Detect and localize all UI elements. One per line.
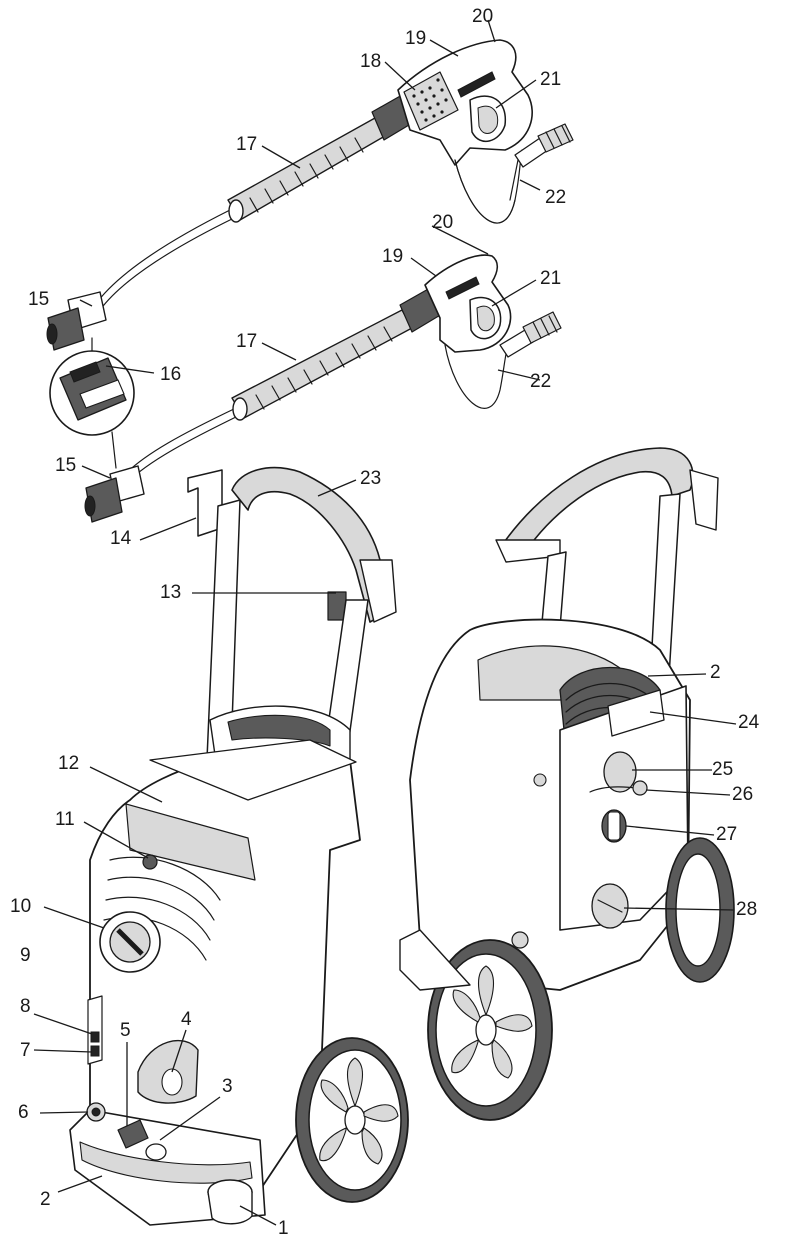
callout-7: 7	[20, 1040, 31, 1061]
callout-11: 11	[55, 809, 75, 830]
callout-16: 16	[160, 364, 181, 385]
wheel-rear-left-icon	[427, 939, 553, 1121]
main-switch-icon	[99, 911, 161, 973]
callout-8: 8	[20, 996, 31, 1017]
nozzle-detail-icon	[49, 337, 135, 469]
pressure-washer-rear	[399, 447, 735, 1121]
leader-lines	[33, 19, 737, 1226]
callout-27: 27	[716, 824, 737, 845]
callout-21-upper: 21	[540, 69, 561, 90]
callout-22-lower: 22	[530, 371, 551, 392]
nozzle-upper	[46, 291, 107, 351]
callout-26: 26	[732, 784, 753, 805]
callout-21-lower: 21	[540, 268, 561, 289]
pressure-washer-front	[69, 466, 409, 1226]
callout-24: 24	[738, 712, 760, 733]
spray-gun-lower	[119, 254, 562, 487]
callout-12: 12	[58, 753, 79, 774]
callout-2-rear: 2	[710, 662, 721, 683]
callout-14: 14	[110, 528, 132, 549]
callout-23: 23	[360, 468, 381, 489]
callout-4: 4	[181, 1009, 192, 1030]
callout-6: 6	[18, 1102, 29, 1123]
callout-9: 9	[20, 945, 31, 966]
callout-18: 18	[360, 51, 381, 72]
callout-19-upper: 19	[405, 28, 426, 49]
callout-2-front: 2	[40, 1189, 51, 1210]
callout-28: 28	[736, 899, 757, 920]
callout-22-upper: 22	[545, 187, 566, 208]
callout-20-upper: 20	[472, 6, 493, 27]
nozzle-lower	[84, 465, 145, 523]
grip-insert-icon	[403, 71, 459, 131]
wheel-front-icon	[295, 1037, 409, 1203]
callout-19-lower: 19	[382, 246, 403, 267]
callout-3: 3	[222, 1076, 233, 1097]
callout-25: 25	[712, 759, 733, 780]
callout-20-lower: 20	[432, 212, 453, 233]
callout-15-lower: 15	[55, 455, 76, 476]
callout-1: 1	[278, 1218, 289, 1239]
gun-body-lower	[424, 254, 512, 353]
spray-gun-upper	[94, 39, 574, 311]
callout-5: 5	[120, 1020, 131, 1041]
callout-17-lower: 17	[236, 331, 257, 352]
callout-labels: 20 19 18 21 17 22 20 19 21 15 17 16 22 1…	[10, 6, 760, 1239]
callout-17-upper: 17	[236, 134, 257, 155]
push-handle	[231, 466, 393, 623]
callout-15-upper: 15	[28, 289, 49, 310]
callout-10: 10	[10, 896, 31, 917]
callout-13: 13	[160, 582, 181, 603]
